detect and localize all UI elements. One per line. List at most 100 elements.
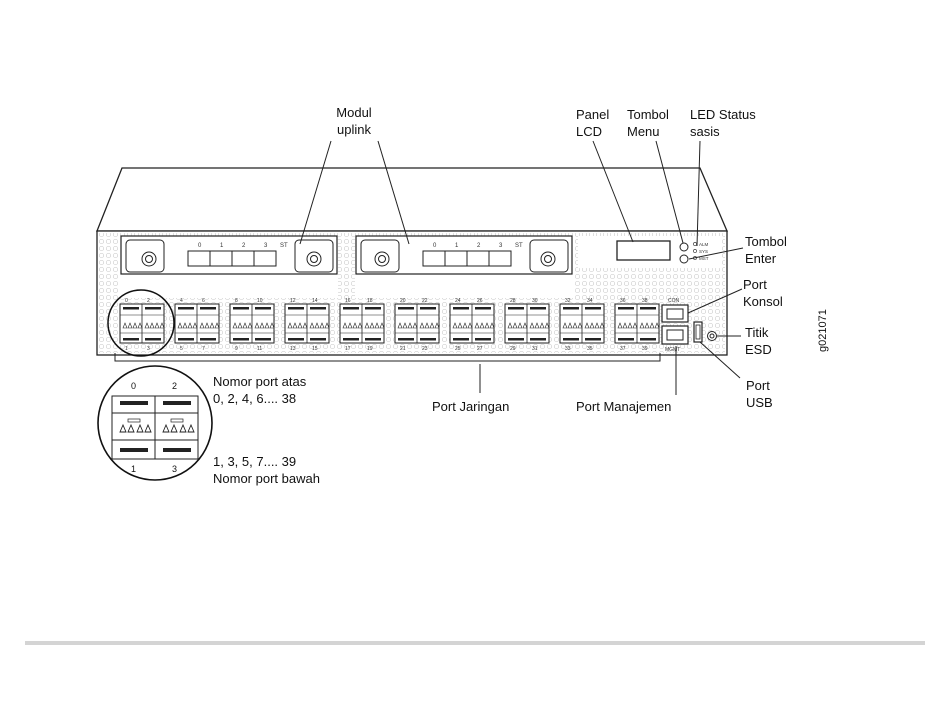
uplink-slot-label: 0 — [433, 243, 437, 249]
port-number-top: 18 — [367, 298, 373, 304]
port-group-1: 4 6 5 7 — [174, 298, 220, 352]
port-number-top: 10 — [257, 298, 263, 304]
port-group-4: 16 18 17 19 — [339, 298, 385, 352]
usb-port[interactable] — [693, 321, 703, 343]
uplink-slot-label: ST — [280, 243, 288, 249]
console-port[interactable] — [661, 304, 689, 323]
port-number-bottom: 11 — [257, 346, 262, 352]
port-number-bottom: 25 — [455, 346, 461, 352]
port-number-bottom: 9 — [235, 346, 238, 352]
port-number-bottom: 3 — [147, 346, 150, 352]
port-number-bottom: 15 — [312, 346, 318, 352]
port-number-bottom: 33 — [565, 346, 571, 352]
port-number-top: 24 — [455, 298, 461, 304]
port-number-bottom: 13 — [290, 346, 296, 352]
uplink-module-1 — [120, 235, 338, 275]
uplink-slot-label: 1 — [455, 243, 459, 249]
port-number-bottom: 37 — [620, 346, 626, 352]
port-number-top: 34 — [587, 298, 593, 304]
port-number-top: 2 — [147, 298, 150, 304]
port-number-bottom: 5 — [180, 346, 183, 352]
port-number-top: 6 — [202, 298, 205, 304]
status-leds: ALM SYS MST — [693, 242, 709, 261]
led-indicator — [693, 249, 697, 253]
console-label: CON — [668, 298, 680, 304]
port-number-bottom: 31 — [532, 346, 538, 352]
port-number-top: 26 — [477, 298, 483, 304]
uplink-slot-label: 2 — [242, 243, 246, 249]
enter-button[interactable] — [679, 254, 689, 264]
menu-button[interactable] — [679, 242, 689, 252]
port-group-2: 8 10 9 11 — [229, 298, 275, 352]
uplink-slot-label: 1 — [220, 243, 224, 249]
bottom-divider — [25, 641, 925, 645]
inset-num-bottom-3: 3 — [172, 464, 177, 474]
port-number-top: 30 — [532, 298, 538, 304]
port-number-bottom: 19 — [367, 346, 373, 352]
port-number-top: 16 — [345, 298, 351, 304]
port-number-bottom: 27 — [477, 346, 483, 352]
network-ports-bracket — [114, 353, 661, 362]
led-label: MST — [699, 256, 709, 261]
uplink-slot-label: 2 — [477, 243, 481, 249]
port-number-bottom: 17 — [345, 346, 351, 352]
port-number-bottom: 23 — [422, 346, 428, 352]
lcd-panel — [616, 240, 671, 261]
chassis-top — [96, 167, 728, 232]
port-number-top: 20 — [400, 298, 406, 304]
port-number-bottom: 35 — [587, 346, 593, 352]
port-number-top: 12 — [290, 298, 296, 304]
callout-lines — [299, 140, 744, 395]
port-number-top: 28 — [510, 298, 516, 304]
uplink-slot-label: 0 — [198, 243, 202, 249]
port-number-top: 8 — [235, 298, 238, 304]
management-port[interactable] — [661, 325, 689, 345]
inset-num-top-2: 2 — [172, 381, 177, 391]
uplink-module-2 — [355, 235, 573, 275]
led-indicator — [693, 242, 697, 246]
uplink-slot-label: 3 — [499, 243, 503, 249]
port-number-top: 38 — [642, 298, 648, 304]
port-number-bottom: 39 — [642, 346, 648, 352]
port-number-bottom: 29 — [510, 346, 516, 352]
port-number-bottom: 7 — [202, 346, 205, 352]
port-number-bottom: 21 — [400, 346, 406, 352]
led-label: SYS — [699, 249, 708, 254]
inset-magnified-ports: 0 2 1 3 — [97, 365, 213, 481]
port-number-top: 32 — [565, 298, 571, 304]
led-label: ALM — [699, 242, 709, 247]
port-group-3: 12 14 13 15 — [284, 298, 330, 352]
uplink-slot-label: ST — [515, 243, 523, 249]
inset-num-bottom-1: 1 — [131, 464, 136, 474]
uplink-slot-label: 3 — [264, 243, 268, 249]
port-group-9: 36 38 37 39 — [614, 298, 660, 352]
port-group-0: 0 2 1 3 — [119, 298, 165, 352]
port-group-8: 32 34 33 35 — [559, 298, 605, 352]
port-number-top: 4 — [180, 298, 183, 304]
port-group-7: 28 30 29 31 — [504, 298, 550, 352]
port-number-bottom: 1 — [125, 346, 128, 352]
port-number-top: 0 — [125, 298, 128, 304]
port-group-6: 24 26 25 27 — [449, 298, 495, 352]
label-network-ports: Port Jaringan — [432, 399, 510, 414]
port-number-top: 14 — [312, 298, 318, 304]
port-number-top: 22 — [422, 298, 428, 304]
figure-id: g021071 — [817, 309, 829, 352]
port-group-5: 20 22 21 23 — [394, 298, 440, 352]
port-group-highlight — [107, 289, 175, 357]
mgmt-label: MGMT — [665, 347, 680, 353]
label-management-port: Port Manajemen — [576, 399, 672, 414]
port-number-top: 36 — [620, 298, 626, 304]
esd-point — [707, 331, 717, 341]
